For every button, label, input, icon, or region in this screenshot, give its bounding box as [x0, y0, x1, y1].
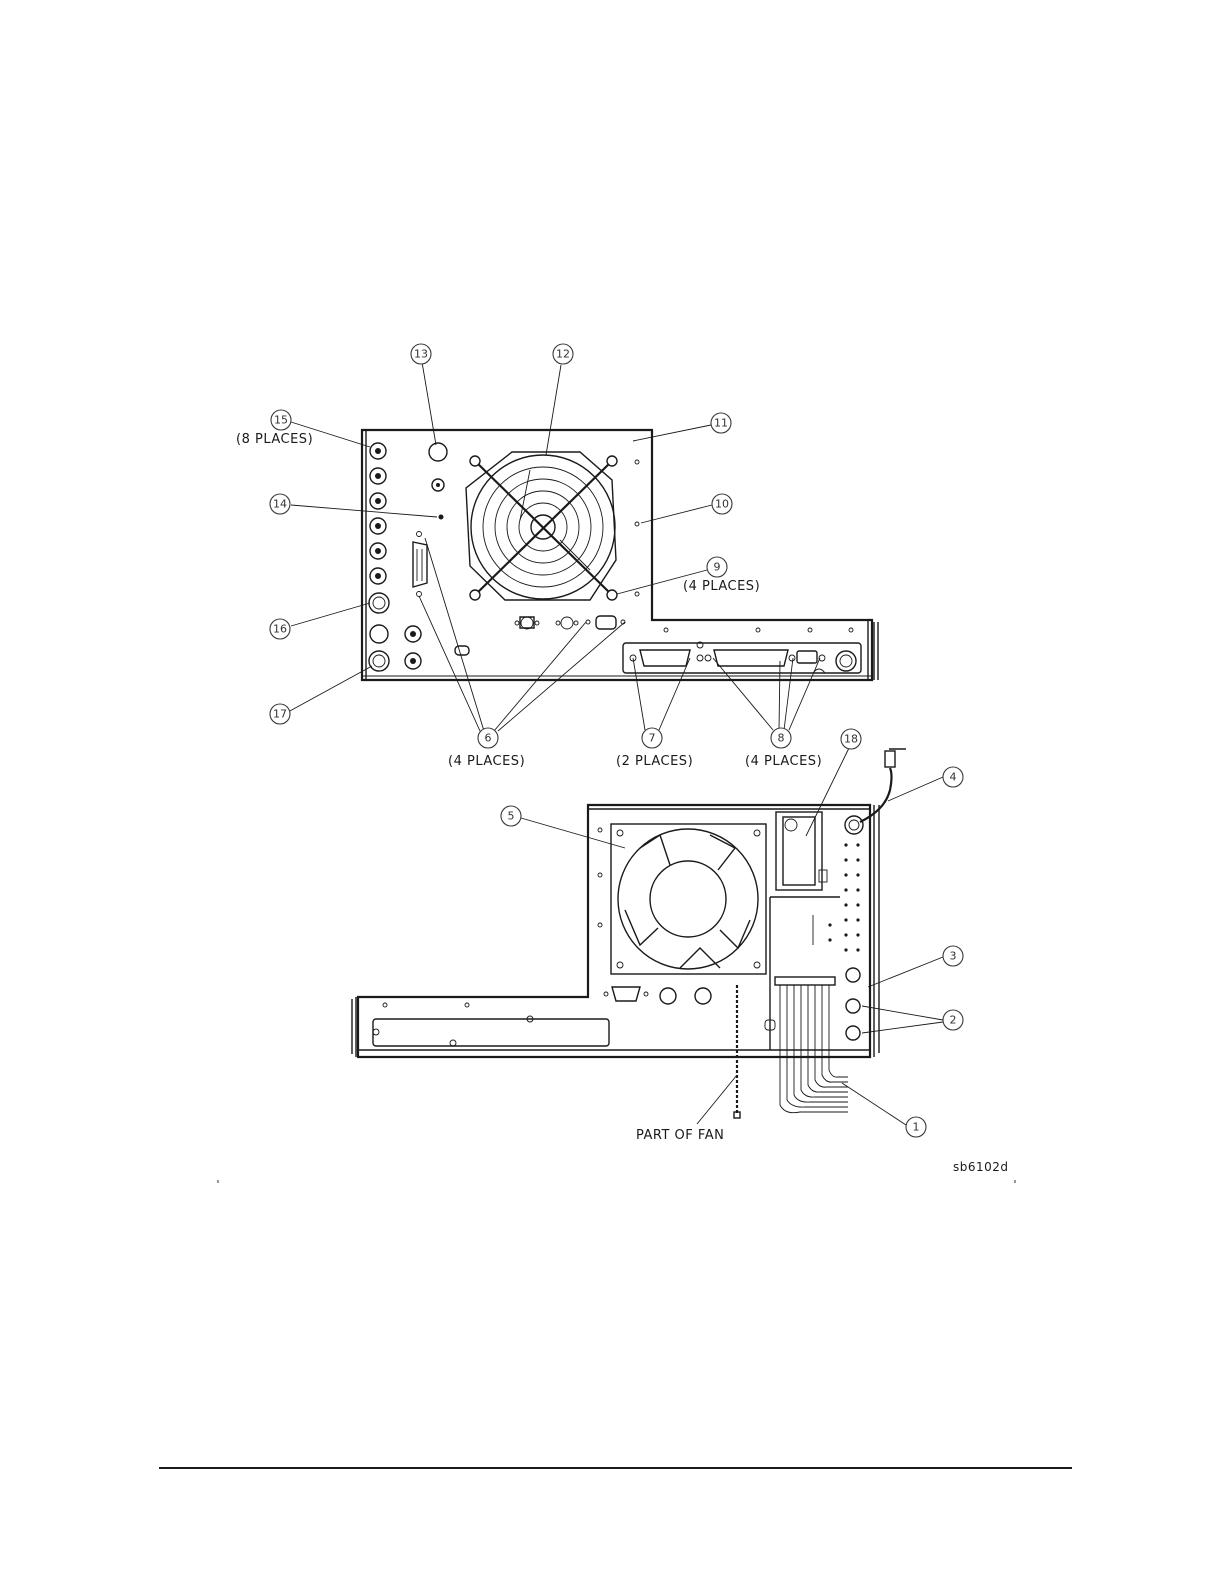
callout-8: 8 — [771, 728, 791, 748]
fan — [611, 824, 766, 974]
callout-5: 5 — [501, 806, 521, 826]
label-2-places-item-7: (2 PLACES) — [616, 754, 693, 769]
callout-6: 6 — [478, 728, 498, 748]
svg-text:12: 12 — [556, 348, 570, 361]
rear-panel-assembly — [362, 430, 878, 680]
callout-1: 1 — [906, 1117, 926, 1137]
callout-18: 18 — [841, 729, 861, 749]
svg-text:6: 6 — [485, 732, 492, 745]
svg-text:14: 14 — [273, 498, 287, 511]
ribbon-cable — [775, 977, 848, 1113]
svg-text:16: 16 — [273, 623, 287, 636]
label-4-places-item-9: (4 PLACES) — [683, 579, 760, 594]
callout-10: 10 — [712, 494, 732, 514]
rear-panel-inside-assembly — [352, 749, 906, 1118]
callout-16: 16 — [270, 619, 290, 639]
bnc-connector-column — [369, 443, 469, 671]
svg-text:18: 18 — [844, 733, 858, 746]
callout-2: 2 — [943, 1010, 963, 1030]
svg-text:5: 5 — [508, 810, 515, 823]
callout-12: 12 — [553, 344, 573, 364]
svg-text:2: 2 — [950, 1014, 957, 1027]
svg-text:8: 8 — [778, 732, 785, 745]
callout-11: 11 — [711, 413, 731, 433]
svg-text:11: 11 — [714, 417, 728, 430]
figure-id: sb6102d — [953, 1160, 1009, 1174]
callout-14: 14 — [270, 494, 290, 514]
svg-text:13: 13 — [414, 348, 428, 361]
label-4-places-item-8: (4 PLACES) — [745, 754, 822, 769]
callout-17: 17 — [270, 704, 290, 724]
svg-text:10: 10 — [715, 498, 729, 511]
label-4-places-item-6: (4 PLACES) — [448, 754, 525, 769]
svg-text:15: 15 — [274, 414, 288, 427]
callout-4: 4 — [943, 767, 963, 787]
callout-13: 13 — [411, 344, 431, 364]
svg-text:17: 17 — [273, 708, 287, 721]
callout-15: 15 — [271, 410, 291, 430]
svg-text:1: 1 — [913, 1121, 920, 1134]
callout-7: 7 — [642, 728, 662, 748]
svg-text:3: 3 — [950, 950, 957, 963]
fan-guard — [466, 452, 617, 600]
d-sub-connector — [413, 532, 427, 597]
page-footer-rule — [159, 1467, 1072, 1469]
label-part-of-fan: PART OF FAN — [636, 1128, 724, 1143]
callout-9: 9 — [707, 557, 727, 577]
svg-text:9: 9 — [714, 561, 721, 574]
callout-3: 3 — [943, 946, 963, 966]
svg-text:7: 7 — [649, 732, 656, 745]
svg-text:4: 4 — [950, 771, 957, 784]
label-8-places: (8 PLACES) — [236, 432, 313, 447]
